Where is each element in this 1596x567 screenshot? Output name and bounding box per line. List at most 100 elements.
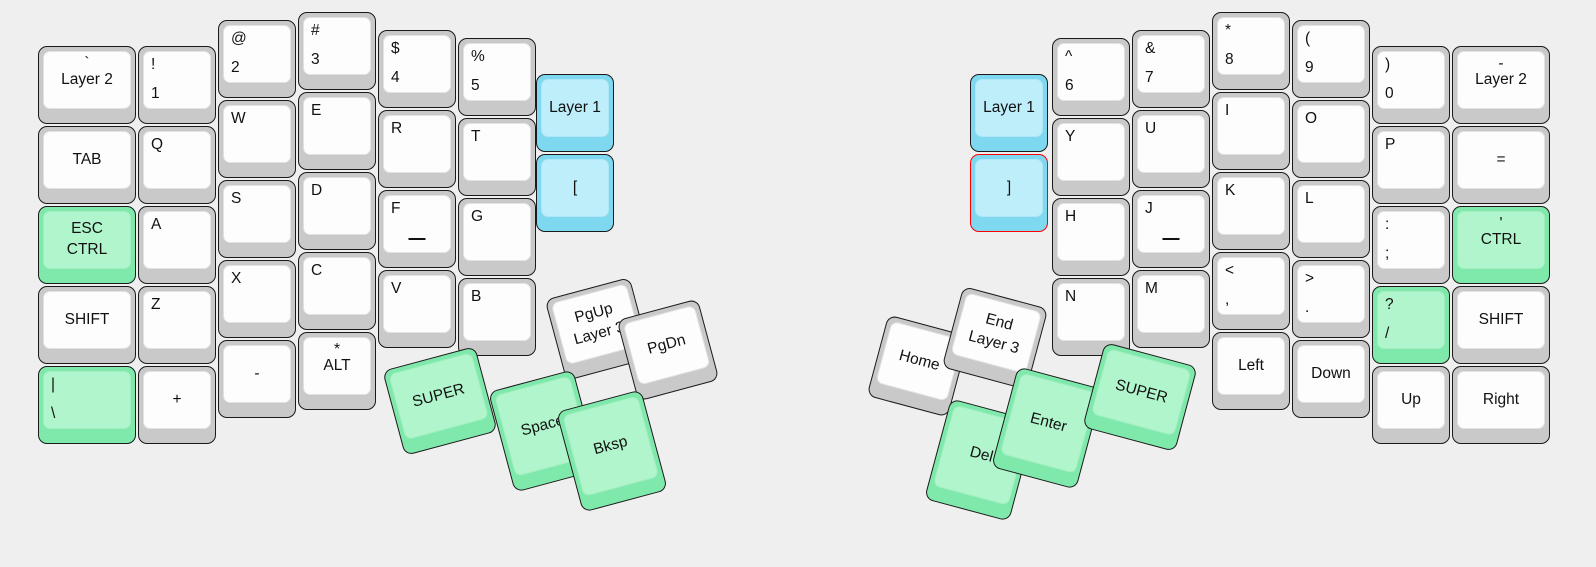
key-minus[interactable]: - <box>218 340 296 418</box>
key-layer1-left[interactable]: Layer 1 <box>536 74 614 152</box>
keycap-o: O <box>1297 105 1365 163</box>
key-d[interactable]: D <box>298 172 376 250</box>
legend-top-8: * <box>1225 22 1232 39</box>
key-b[interactable]: B <box>458 278 536 356</box>
key-q[interactable]: Q <box>138 126 216 204</box>
legend-main-g: G <box>471 208 484 225</box>
legend-main-e: E <box>311 102 322 119</box>
key-h[interactable]: H <box>1052 198 1130 276</box>
key-layer2-right[interactable]: -Layer 2 <box>1452 46 1550 124</box>
keycap-c: C <box>303 257 371 315</box>
key-r[interactable]: R <box>378 110 456 188</box>
keycap-equals: = <box>1457 131 1545 189</box>
key-x[interactable]: X <box>218 260 296 338</box>
key-0[interactable]: )0 <box>1372 46 1450 124</box>
keycap-tab: TAB <box>43 131 131 189</box>
key-2[interactable]: @2 <box>218 20 296 98</box>
legend-main-right: Right <box>1482 390 1520 408</box>
key-alt[interactable]: *ALT <box>298 332 376 410</box>
key-3[interactable]: #3 <box>298 12 376 90</box>
keycap-g: G <box>463 203 531 261</box>
key-f[interactable]: F <box>378 190 456 268</box>
legend-main-up: Up <box>1401 390 1421 408</box>
key-super-right[interactable]: SUPER <box>1082 342 1198 452</box>
key-l[interactable]: L <box>1292 180 1370 258</box>
key-o[interactable]: O <box>1292 100 1370 178</box>
legend-top-layer2-left: ` <box>84 55 90 72</box>
key-plus[interactable]: + <box>138 366 216 444</box>
keycap-0: )0 <box>1377 51 1445 109</box>
key-esc-ctrl[interactable]: ESC CTRL <box>38 206 136 284</box>
keycap-3: #3 <box>303 17 371 75</box>
key-y[interactable]: Y <box>1052 118 1130 196</box>
key-bracket-right[interactable]: ] <box>970 154 1048 232</box>
legend-top-6: ^ <box>1065 48 1073 65</box>
legend-main-i: I <box>1225 102 1230 119</box>
legend-super-left: SUPER <box>410 380 467 411</box>
key-up[interactable]: Up <box>1372 366 1450 444</box>
key-pipe-backslash[interactable]: |\ <box>38 366 136 444</box>
keycap-q: Q <box>143 131 211 189</box>
key-t[interactable]: T <box>458 118 536 196</box>
key-4[interactable]: $4 <box>378 30 456 108</box>
key-a[interactable]: A <box>138 206 216 284</box>
key-m[interactable]: M <box>1132 270 1210 348</box>
legend-main-semicolon: ; <box>1385 244 1390 262</box>
key-down[interactable]: Down <box>1292 340 1370 418</box>
key-g[interactable]: G <box>458 198 536 276</box>
key-tab[interactable]: TAB <box>38 126 136 204</box>
key-v[interactable]: V <box>378 270 456 348</box>
legend-main-y: Y <box>1065 128 1076 145</box>
key-6[interactable]: ^6 <box>1052 38 1130 116</box>
legend-main-s: S <box>231 190 242 207</box>
key-quote-ctrl[interactable]: 'CTRL <box>1452 206 1550 284</box>
keycap-7: &7 <box>1137 35 1205 93</box>
key-e[interactable]: E <box>298 92 376 170</box>
key-u[interactable]: U <box>1132 110 1210 188</box>
keycap-l: L <box>1297 185 1365 243</box>
key-period[interactable]: >. <box>1292 260 1370 338</box>
keycap-w: W <box>223 105 291 163</box>
key-9[interactable]: (9 <box>1292 20 1370 98</box>
legend-top-7: & <box>1145 40 1156 57</box>
legend-main-pipe-backslash: \ <box>51 404 56 422</box>
key-p[interactable]: P <box>1372 126 1450 204</box>
keycap-h: H <box>1057 203 1125 261</box>
key-5[interactable]: %5 <box>458 38 536 116</box>
keycap-period: >. <box>1297 265 1365 323</box>
keycap-quote-ctrl: 'CTRL <box>1457 211 1545 269</box>
key-7[interactable]: &7 <box>1132 30 1210 108</box>
key-slash[interactable]: ?/ <box>1372 286 1450 364</box>
legend-main-minus: - <box>254 364 260 382</box>
key-comma[interactable]: <, <box>1212 252 1290 330</box>
key-c[interactable]: C <box>298 252 376 330</box>
key-left[interactable]: Left <box>1212 332 1290 410</box>
key-layer1-right[interactable]: Layer 1 <box>970 74 1048 152</box>
key-shift-right[interactable]: SHIFT <box>1452 286 1550 364</box>
key-shift-left[interactable]: SHIFT <box>38 286 136 364</box>
keycap-6: ^6 <box>1057 43 1125 101</box>
legend-top-quote-ctrl: ' <box>1499 215 1503 232</box>
key-right[interactable]: Right <box>1452 366 1550 444</box>
keycap-2: @2 <box>223 25 291 83</box>
key-i[interactable]: I <box>1212 92 1290 170</box>
legend-bksp: Bksp <box>591 432 630 459</box>
key-layer2-left[interactable]: `Layer 2 <box>38 46 136 124</box>
key-s[interactable]: S <box>218 180 296 258</box>
key-z[interactable]: Z <box>138 286 216 364</box>
key-semicolon[interactable]: :; <box>1372 206 1450 284</box>
key-w[interactable]: W <box>218 100 296 178</box>
legend-top-layer2-right: - <box>1498 55 1504 72</box>
key-bracket-left[interactable]: [ <box>536 154 614 232</box>
legend-main-left: Left <box>1238 356 1264 374</box>
legend-top-4: $ <box>391 40 400 57</box>
key-n[interactable]: N <box>1052 278 1130 356</box>
key-8[interactable]: *8 <box>1212 12 1290 90</box>
key-k[interactable]: K <box>1212 172 1290 250</box>
key-1[interactable]: !1 <box>138 46 216 124</box>
key-j[interactable]: J <box>1132 190 1210 268</box>
legend-main-w: W <box>231 110 246 127</box>
key-equals[interactable]: = <box>1452 126 1550 204</box>
key-bksp[interactable]: Bksp <box>556 389 668 513</box>
key-super-left[interactable]: SUPER <box>382 346 498 456</box>
